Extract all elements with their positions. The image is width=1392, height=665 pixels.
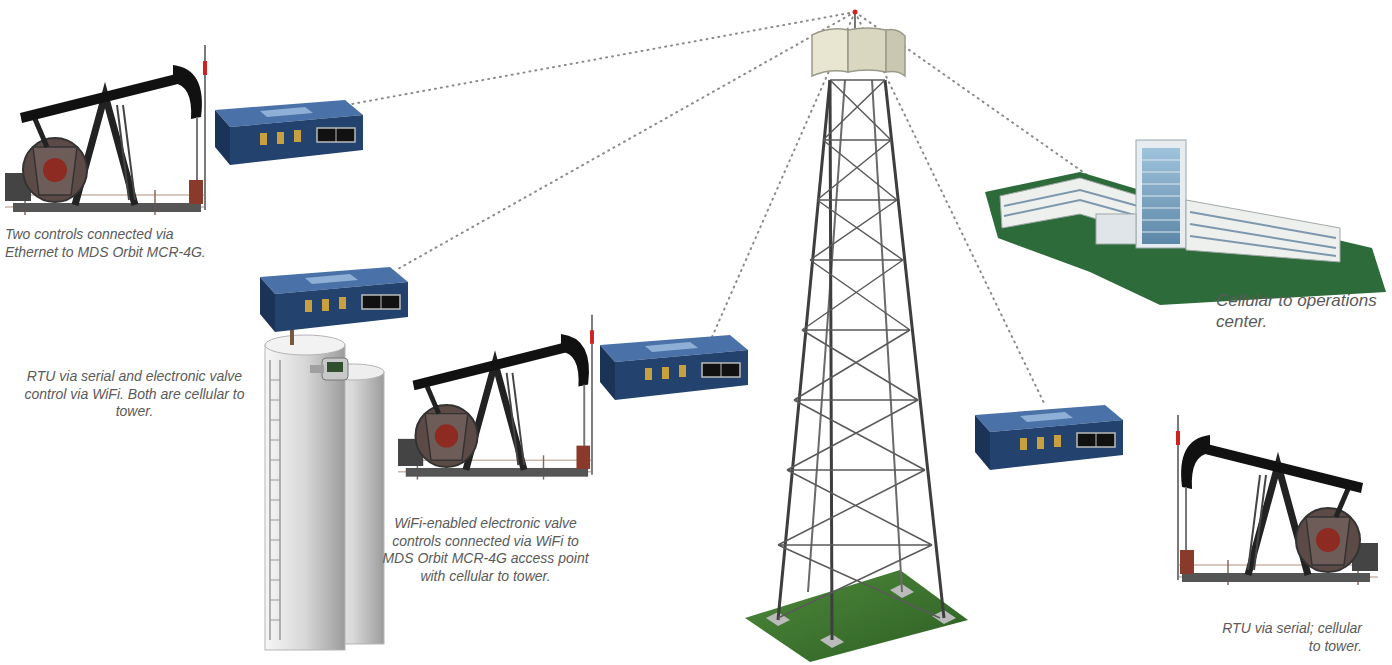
storage-tank: [327, 362, 343, 372]
connection-lines: [352, 12, 855, 104]
caption-label: Two controls connected via Ethernet to M…: [5, 226, 225, 261]
operations-center: [1142, 148, 1180, 244]
caption-label: Cellular to operations center.: [1216, 290, 1381, 333]
pumpjack-left: [5, 45, 207, 215]
cell-tower: [808, 80, 845, 592]
cell-tower: [745, 10, 968, 663]
operations-center: [1096, 214, 1136, 244]
operations-center: [1136, 140, 1186, 248]
cell-tower: [848, 28, 886, 72]
operations-center: [985, 140, 1386, 305]
cell-tower: [778, 80, 944, 640]
pumpjack-left: [5, 45, 207, 215]
cell-tower: [886, 30, 905, 76]
pumpjack-center: [398, 315, 594, 480]
radio-unit: [600, 335, 748, 400]
cell-tower: [778, 80, 830, 620]
operations-center: [1186, 200, 1340, 262]
operations-center: [1190, 212, 1336, 256]
caption-label: RTU via serial and electronic valve cont…: [12, 368, 257, 421]
cell-tower: [812, 29, 848, 76]
cell-tower: [854, 12, 856, 30]
storage-tank: [310, 365, 324, 373]
cell-tower: [872, 80, 902, 592]
radio-unit: [260, 267, 408, 332]
cell-tower: [778, 80, 940, 618]
radio-unit: [600, 335, 748, 400]
caption-label: RTU via serial; cellular to tower.: [1222, 620, 1362, 655]
pumpjack-right: [1176, 415, 1378, 585]
radio-unit: [975, 405, 1123, 470]
cell-tower: [885, 80, 944, 618]
cell-tower: [853, 10, 858, 15]
radio-unit: [215, 100, 363, 165]
operations-center: [1004, 190, 1138, 216]
storage-tank: [265, 335, 345, 355]
connection-lines: [396, 12, 855, 270]
operations-center: [1142, 160, 1180, 232]
pumpjack-center: [398, 315, 594, 480]
storage-tank: [322, 358, 348, 380]
caption-label: WiFi-enabled electronic valve controls c…: [378, 515, 593, 585]
connection-lines: [712, 12, 855, 337]
cell-tower: [830, 80, 832, 640]
storage-tank: [270, 380, 280, 620]
radio-unit: [975, 405, 1123, 470]
connection-lines: [352, 12, 1160, 405]
storage-tank: [265, 335, 384, 650]
radio-unit: [215, 100, 363, 165]
radio-unit: [260, 267, 408, 332]
storage-tank: [265, 345, 345, 650]
pumpjack-right: [1176, 415, 1378, 585]
